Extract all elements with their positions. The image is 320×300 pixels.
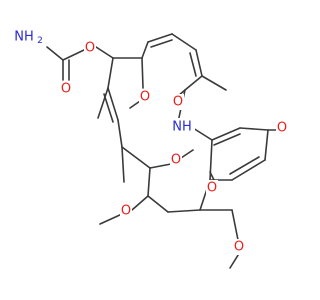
- bond-c9-c10-b: [150, 39, 173, 48]
- o-methoxy-mid-label: O: [170, 152, 182, 168]
- o-methoxy-allylic-text: O: [140, 90, 150, 105]
- o-quinone-top-label: O: [276, 120, 288, 136]
- bond-ring-1: [211, 127, 241, 141]
- o-carbamate-ester-label: O: [84, 40, 96, 56]
- bond-ring-1b: [213, 133, 241, 146]
- nh2-text: NH: [14, 30, 34, 45]
- nh-amide-text: NH: [172, 120, 192, 135]
- bond-ring-3: [264, 129, 269, 161]
- bond-c11-c12-a: [195, 49, 203, 77]
- bond-c12-amide-c: [184, 75, 203, 91]
- bond-ring-4b: [229, 156, 260, 175]
- o-methoxy-mid-text: O: [171, 153, 181, 168]
- bond-ring-4: [231, 159, 266, 181]
- atom-labels: NH 2 O O O O NH O O: [10, 28, 288, 255]
- bond-c4-c3: [121, 146, 151, 169]
- o-carbamate-ester-text: O: [85, 41, 95, 56]
- o-quinone-bottom-label: O: [206, 180, 218, 196]
- nh2-subscript: 2: [37, 36, 43, 46]
- bond-n-c-carbamate: [46, 46, 64, 61]
- bond-omethoxy-me: [180, 149, 194, 159]
- o-methoxy-allylic-label: O: [139, 89, 151, 105]
- bond-c8-methoxy-o: [141, 57, 144, 89]
- o-amide-label: O: [172, 94, 184, 110]
- bond-c8-c9: [141, 41, 149, 59]
- bond-c3-c2: [147, 167, 151, 197]
- bond-c5-c4: [117, 119, 123, 148]
- bond-c2-c1: [147, 195, 169, 213]
- bond-c16b-o-right: [231, 209, 239, 241]
- bond-ring-co-bottom-a: [209, 171, 215, 181]
- molecule-structure: NH 2 O O O O NH O O: [10, 28, 288, 269]
- bond-c3-omethoxy: [149, 163, 172, 169]
- o-methoxy-left-text: O: [121, 204, 131, 219]
- bond-c10-c11: [171, 33, 197, 51]
- o-methoxy-right-label: O: [233, 239, 245, 255]
- o-amide-text: O: [173, 95, 183, 110]
- nh2-label: NH 2: [10, 28, 44, 46]
- bond-c11-c12-b: [189, 52, 197, 77]
- bonds: [46, 33, 277, 269]
- bond-c6-c5: [107, 87, 119, 121]
- o-quinone-bottom-text: O: [207, 181, 217, 196]
- o-methoxy-left-label: O: [120, 203, 132, 219]
- bond-o-c7: [95, 46, 114, 59]
- bond-c2-o-left: [131, 195, 149, 211]
- bond-ring-2: [239, 127, 269, 131]
- o-methoxy-right-text: O: [234, 240, 244, 255]
- bond-c12-methyl: [201, 75, 227, 91]
- bond-c6-c5-b: [103, 93, 114, 123]
- bond-c9-c10-a: [147, 33, 173, 43]
- bond-c-o-ester: [62, 49, 85, 61]
- o-quinone-top-text: O: [277, 121, 287, 136]
- bond-c6-methyl: [97, 87, 109, 119]
- bond-o-left-me: [99, 213, 123, 225]
- bond-c4-methyl: [121, 146, 125, 183]
- bond-n-c-ring: [192, 127, 213, 141]
- nh-amide-label: NH: [169, 118, 195, 136]
- o-carbamate-carbonyl-label: O: [60, 81, 72, 97]
- bond-c1-c15: [167, 209, 201, 213]
- o-carbamate-carbonyl-text: O: [61, 82, 71, 97]
- bond-c7-c6: [107, 57, 114, 89]
